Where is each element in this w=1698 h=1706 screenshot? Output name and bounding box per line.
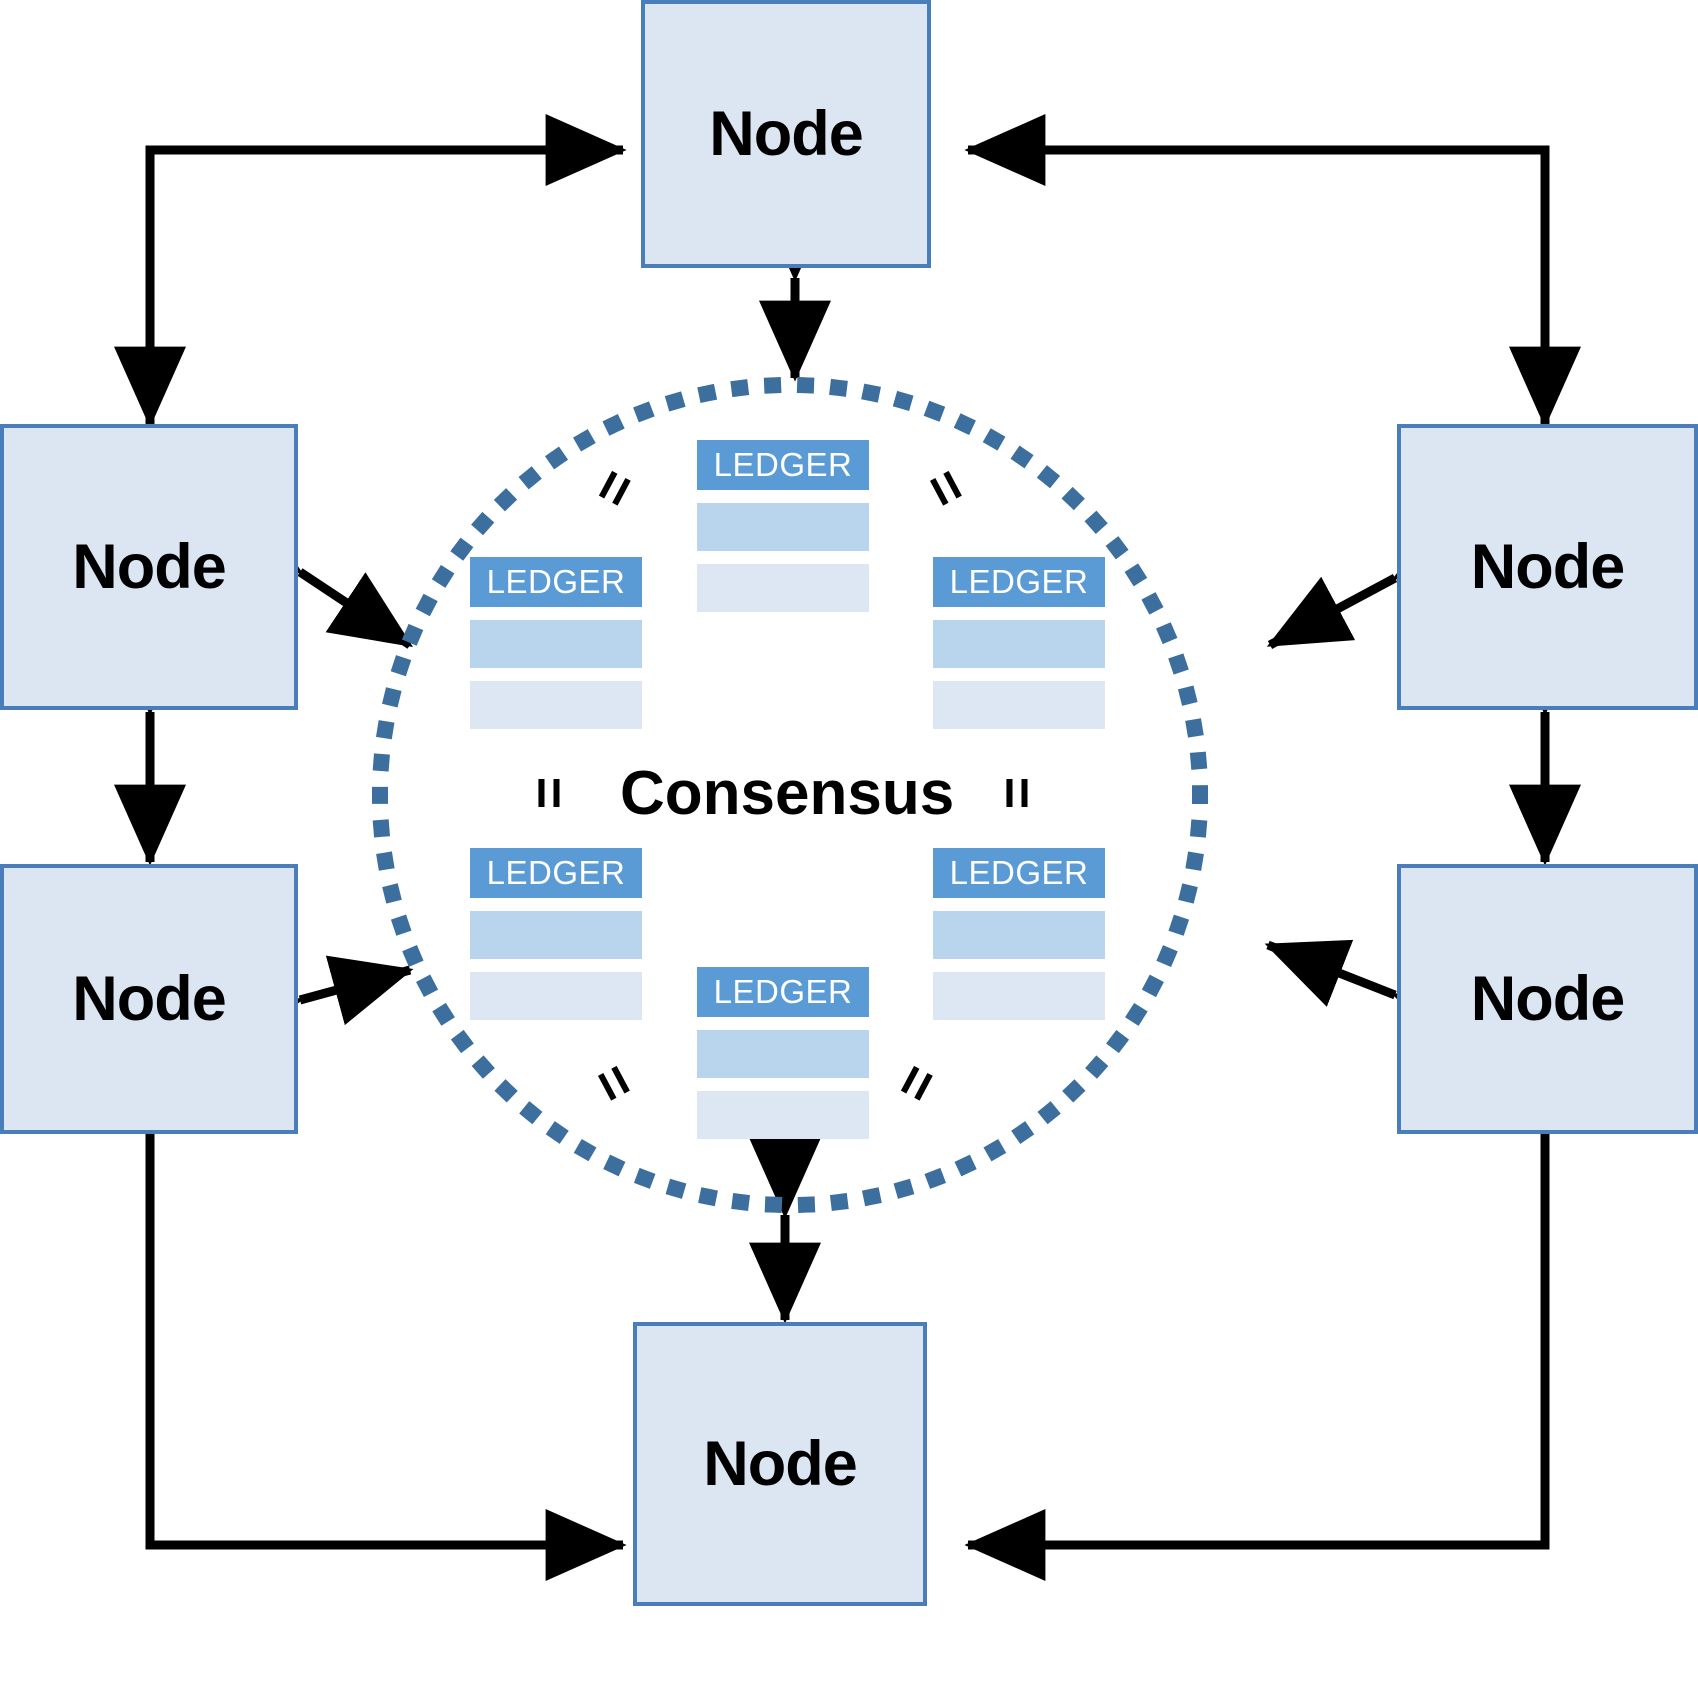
ledger-row-low	[933, 972, 1105, 1020]
ledger-upper-left[interactable]: LEDGER	[470, 557, 642, 729]
ledger-bottom-center[interactable]: LEDGER	[697, 967, 869, 1139]
ledger-row-low	[697, 564, 869, 612]
ledger-top-center-label: LEDGER	[697, 440, 869, 490]
ledger-lower-left[interactable]: LEDGER	[470, 848, 642, 1020]
ledger-row-low	[470, 681, 642, 729]
ledger-lower-right-label: LEDGER	[933, 848, 1105, 898]
ledger-upper-right-label: LEDGER	[933, 557, 1105, 607]
ledger-row-mid	[933, 620, 1105, 668]
node-bottom-label: Node	[703, 1428, 857, 1499]
node-left-upper[interactable]: Node	[0, 424, 298, 710]
ledger-row-low	[470, 972, 642, 1020]
ledger-lower-left-label: LEDGER	[470, 848, 642, 898]
equals-mark-mid-left: =	[516, 776, 580, 810]
arrow-left-lower-to-circle	[215, 955, 414, 1056]
arrow-right-lower-to-circle	[1264, 939, 1481, 1057]
ledger-upper-left-label: LEDGER	[470, 557, 642, 607]
ledger-row-mid	[470, 620, 642, 668]
ledger-bottom-center-label: LEDGER	[697, 967, 869, 1017]
node-top[interactable]: Node	[641, 0, 931, 268]
node-left-upper-label: Node	[72, 531, 226, 602]
ledger-row-mid	[697, 1030, 869, 1078]
arrow-left-to-bottom	[145, 990, 627, 1581]
ledger-row-low	[697, 1091, 869, 1139]
ledger-row-mid	[933, 911, 1105, 959]
node-left-lower[interactable]: Node	[0, 864, 298, 1134]
ledger-row-low	[933, 681, 1105, 729]
node-bottom[interactable]: Node	[633, 1322, 927, 1606]
node-right-upper-label: Node	[1470, 531, 1625, 602]
node-left-lower-label: Node	[72, 963, 226, 1034]
ledger-lower-right[interactable]: LEDGER	[933, 848, 1105, 1020]
arrow-left-upper-to-circle	[215, 499, 413, 649]
node-right-lower-label: Node	[1470, 963, 1625, 1034]
arrow-right-to-bottom	[964, 990, 1550, 1581]
node-top-label: Node	[709, 98, 863, 169]
ledger-top-center[interactable]: LEDGER	[697, 440, 869, 612]
ledger-row-mid	[697, 503, 869, 551]
consensus-circle	[372, 377, 1208, 1213]
equals-mark-mid-right: =	[984, 776, 1048, 810]
node-right-upper[interactable]: Node	[1397, 424, 1698, 710]
consensus-label: Consensus	[620, 759, 955, 828]
ledger-row-mid	[470, 911, 642, 959]
arrow-right-upper-to-circle	[1266, 509, 1481, 649]
ledger-upper-right[interactable]: LEDGER	[933, 557, 1105, 729]
node-right-lower[interactable]: Node	[1397, 864, 1698, 1134]
